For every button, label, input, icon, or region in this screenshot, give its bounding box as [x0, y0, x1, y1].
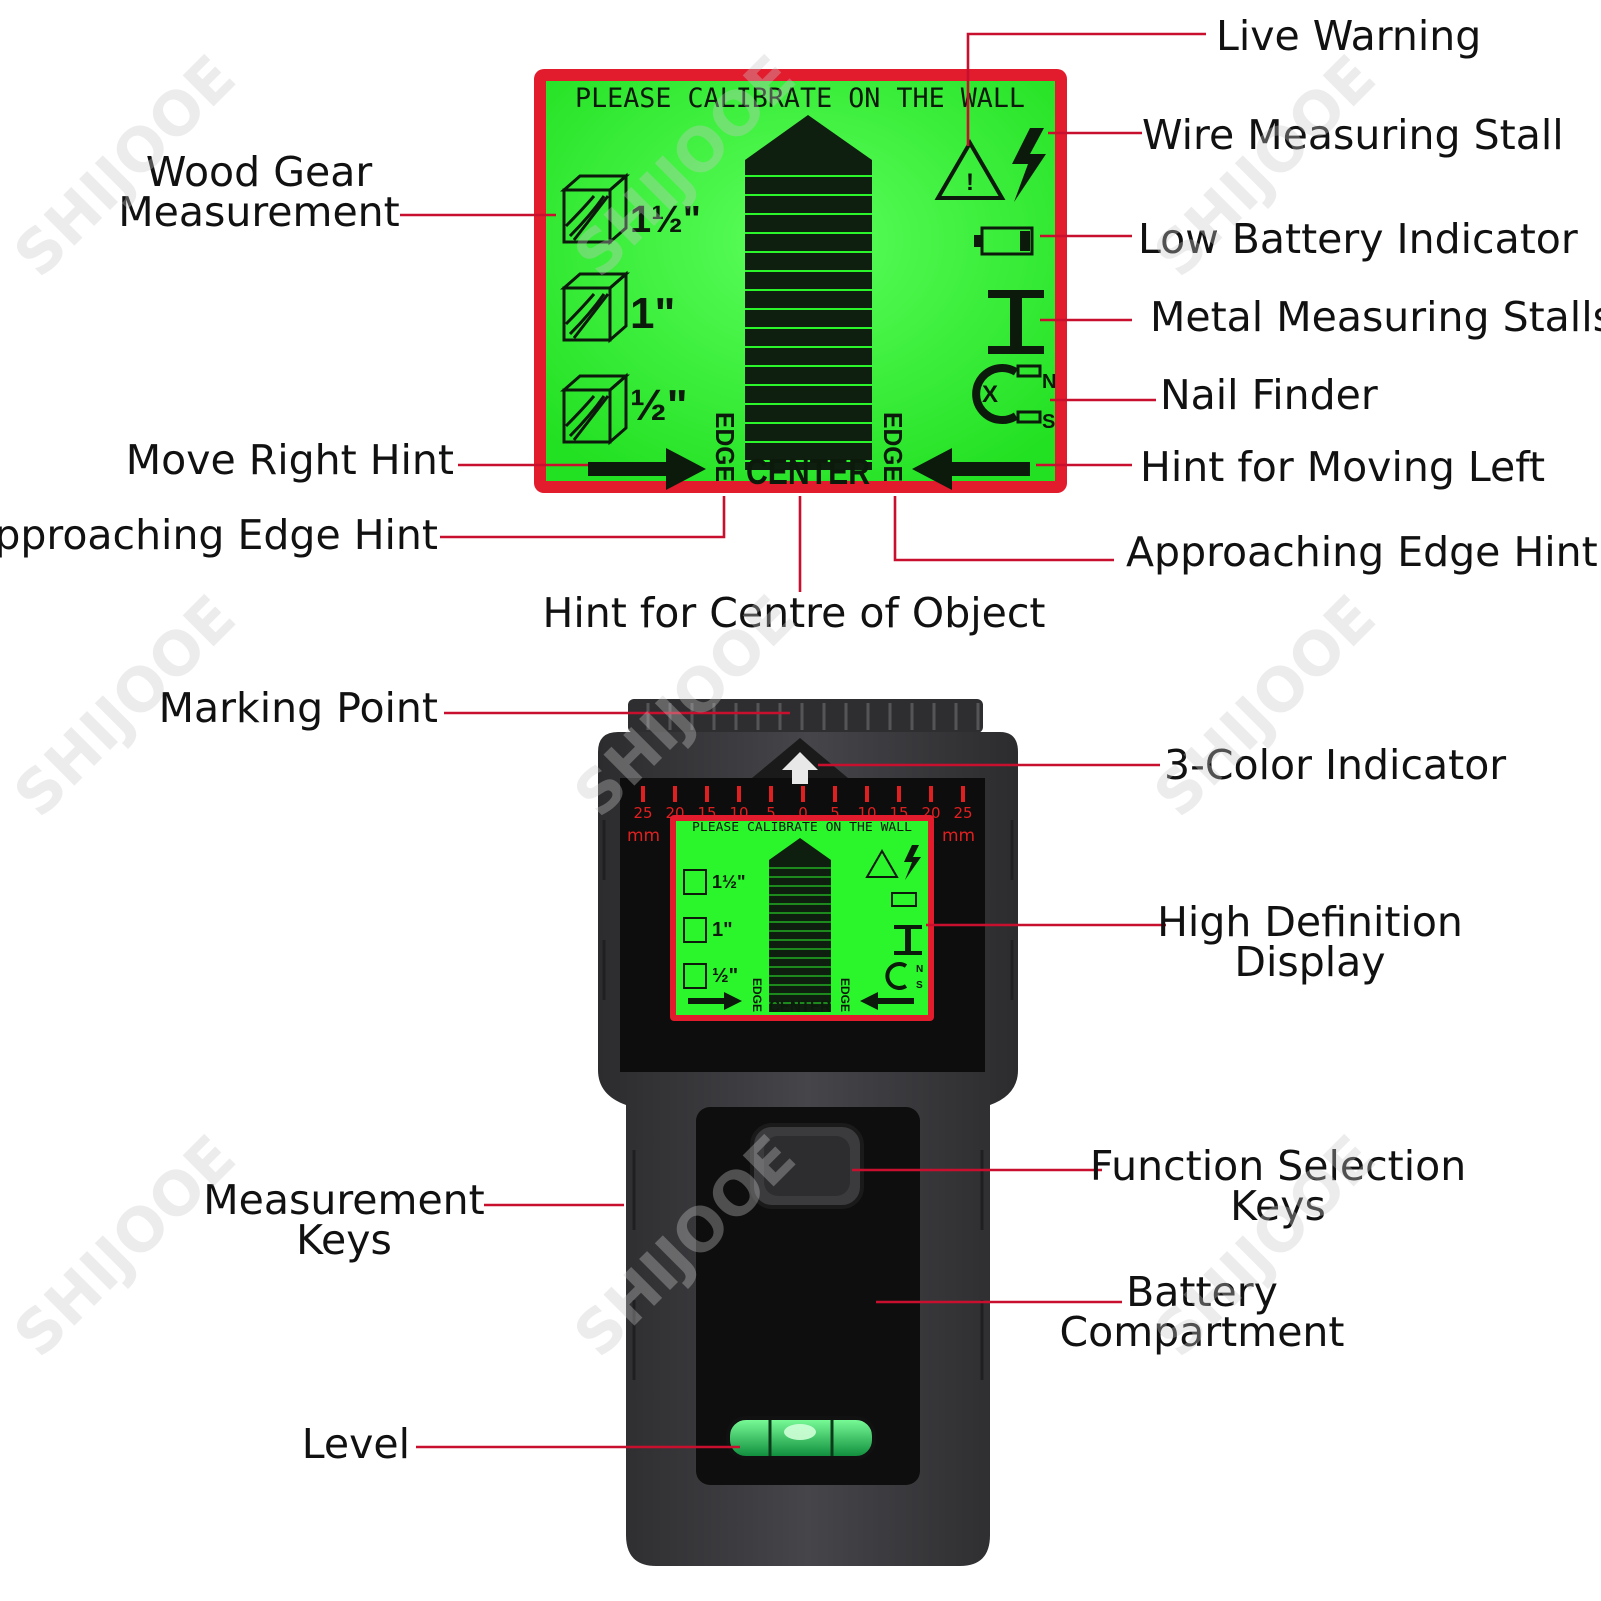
label-measurement-keys-line1: Measurement — [203, 1176, 484, 1224]
small-wood-size-1-2: ½" — [712, 965, 738, 987]
edge-label-left: EDGE — [710, 412, 740, 482]
wood-size-1: 1" — [630, 289, 675, 338]
small-wood-size-1: 1" — [712, 919, 733, 941]
label-hd-display-line2: Display — [1234, 938, 1385, 986]
lcd-calibrate-banner: PLEASE CALIBRATE ON THE WALL — [575, 83, 1025, 114]
small-nail-pole-n: N — [916, 964, 923, 975]
wood-gear-icons — [560, 172, 630, 446]
leader-lines — [400, 32, 1206, 1449]
label-wood-gear-line2: Measurement — [118, 188, 399, 236]
side-grips — [602, 820, 1014, 1380]
watermark-text: SHIJOOE — [1141, 582, 1389, 830]
scale-tick-label: 25 — [633, 804, 652, 822]
label-nail-finder: Nail Finder — [1160, 371, 1378, 419]
scale-tick-label: 0 — [798, 804, 808, 822]
move-right-arrow-icon — [588, 448, 706, 490]
scale-unit-right: mm — [942, 826, 975, 846]
label-function-keys-line1: Function Selection — [1090, 1142, 1466, 1190]
small-edge-left: EDGE — [750, 978, 764, 1012]
label-hint-moving-left: Hint for Moving Left — [1140, 443, 1545, 491]
small-arrows — [688, 992, 914, 1010]
small-edge-right: EDGE — [838, 978, 852, 1012]
wood-block-icon — [560, 270, 630, 344]
label-battery-line2: Compartment — [1060, 1308, 1345, 1356]
label-metal-measuring-stalls: Metal Measuring Stalls — [1150, 293, 1601, 341]
label-measurement-keys-line2: Keys — [296, 1216, 392, 1264]
edge-label-right: EDGE — [878, 412, 908, 482]
label-approaching-edge-left: Approaching Edge Hint — [0, 511, 438, 559]
small-nail-pole-s: S — [916, 980, 923, 991]
nail-pole-s: S — [1042, 411, 1055, 433]
label-battery-line1: Battery — [1126, 1268, 1278, 1316]
svg-text:X: X — [982, 381, 998, 408]
marking-ridge — [628, 699, 983, 733]
label-level: Level — [302, 1420, 410, 1468]
label-live-warning: Live Warning — [1216, 12, 1481, 60]
low-battery-icon — [974, 226, 1034, 256]
label-three-color-indicator: 3-Color Indicator — [1164, 741, 1506, 789]
wood-size-1-2: ½" — [630, 381, 688, 430]
signal-strength-bar — [745, 115, 872, 470]
scale-tick-label: 5 — [766, 804, 776, 822]
indicator-arrow-icon — [782, 752, 818, 784]
label-approaching-edge-right: Approaching Edge Hint — [1126, 528, 1598, 576]
small-lcd-banner: PLEASE CALIBRATE ON THE WALL — [692, 820, 912, 834]
callout-labels: Live Warning Wire Measuring Stall Low Ba… — [0, 12, 1601, 1468]
wood-size-1-1-2: 1½" — [630, 199, 701, 241]
label-wire-measuring-stall: Wire Measuring Stall — [1142, 111, 1564, 159]
scale-tick-label: 25 — [953, 804, 972, 822]
wood-block-icon — [560, 172, 630, 246]
large-lcd-panel: PLEASE CALIBRATE ON THE WALL 1½" 1" ½" — [534, 69, 1067, 493]
live-warning-icon: ! — [934, 139, 1006, 200]
move-left-arrow-icon — [912, 448, 1030, 490]
nail-pole-n: N — [1042, 371, 1056, 393]
lower-panel — [696, 1107, 920, 1485]
label-function-keys-line2: Keys — [1230, 1182, 1326, 1230]
label-hd-display-line1: High Definition — [1157, 898, 1463, 946]
label-marking-point: Marking Point — [159, 684, 438, 732]
small-wood-size-1-1-2: 1½" — [712, 872, 746, 892]
metal-i-beam-icon — [988, 290, 1044, 354]
small-wood-icons — [683, 869, 707, 989]
scale-tick-label: 5 — [830, 804, 840, 822]
function-key-inner — [764, 1136, 850, 1196]
label-hint-centre-object: Hint for Centre of Object — [543, 589, 1046, 637]
label-low-battery-indicator: Low Battery Indicator — [1138, 215, 1578, 263]
center-label: CENTER — [746, 451, 870, 492]
svg-text:!: ! — [966, 169, 974, 196]
magnet-nail-icon: X — [972, 364, 1042, 424]
small-center-label: CENTER — [769, 997, 831, 1016]
watermark-text: SHIJOOE — [1, 1122, 249, 1370]
wood-block-icon — [560, 372, 630, 446]
level-bubble — [784, 1424, 816, 1440]
small-signal-bar — [769, 838, 831, 1012]
signal-bar-body — [745, 115, 872, 470]
label-move-right-hint: Move Right Hint — [126, 436, 454, 484]
scale-unit-left: mm — [627, 826, 660, 846]
label-wood-gear-line1: Wood Gear — [146, 148, 372, 196]
small-right-icons — [865, 845, 922, 990]
lightning-icon — [1012, 128, 1046, 202]
